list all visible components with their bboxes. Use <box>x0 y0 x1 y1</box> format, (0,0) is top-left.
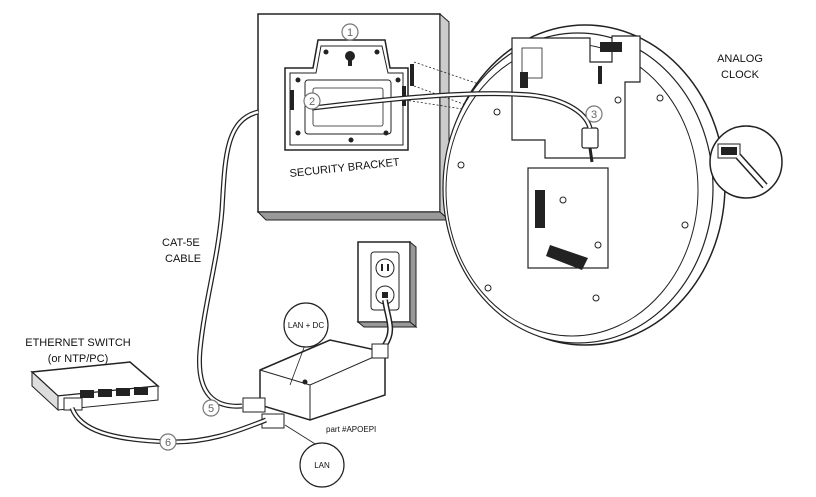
analog-clock-label-line2: CLOCK <box>721 69 760 81</box>
step-5-label: 5 <box>208 403 214 415</box>
cable-label-line1: CAT-5E <box>162 237 200 249</box>
lan-label: LAN <box>314 461 330 470</box>
lan-dc-label: LAN + DC <box>288 321 324 330</box>
switch-label-line2: (or NTP/PC) <box>48 353 109 365</box>
step-2-label: 2 <box>309 96 315 108</box>
switch-label-line1: ETHERNET SWITCH <box>25 337 131 349</box>
step-markers <box>159 23 603 451</box>
step-1-label: 1 <box>347 27 353 39</box>
lan-callout <box>299 442 345 488</box>
analog-clock <box>442 24 726 346</box>
security-bracket <box>256 12 451 222</box>
callout-lan <box>284 424 321 448</box>
step-3-label: 3 <box>591 109 597 121</box>
lan-dc-callout <box>283 302 329 348</box>
cable-label-line2: CABLE <box>165 253 201 265</box>
callout-lan-dc <box>289 344 306 386</box>
poe-injector <box>242 339 389 429</box>
analog-clock-label-line1: ANALOG <box>717 53 763 65</box>
step-6-label: 6 <box>165 437 171 449</box>
ethernet-switch <box>30 361 160 412</box>
connector-zoom <box>709 125 783 199</box>
part-number-label: part #APOEPI <box>326 425 376 434</box>
